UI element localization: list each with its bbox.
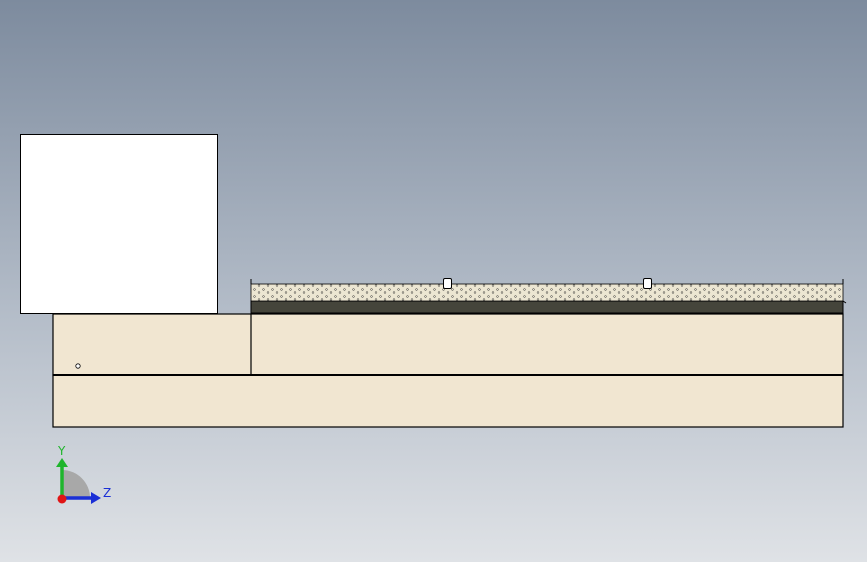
- hole-marker[interactable]: [75, 363, 81, 369]
- x-axis-dot-icon: [57, 494, 67, 504]
- white-block[interactable]: [20, 134, 218, 314]
- base-slab[interactable]: [52, 374, 844, 428]
- orientation-triad[interactable]: Y Z: [56, 444, 111, 504]
- middle-body[interactable]: [52, 313, 844, 376]
- triad-quadrant-icon: [62, 470, 90, 498]
- dotted-pad-texture: [251, 284, 843, 301]
- y-axis-arrow-icon: [56, 458, 68, 467]
- pad-stud-left[interactable]: [443, 278, 452, 289]
- pad-stud-right[interactable]: [643, 278, 652, 289]
- y-axis-label: Y: [57, 444, 66, 458]
- right-side-edge: [842, 300, 847, 304]
- z-axis-arrow-icon: [91, 492, 101, 504]
- z-axis-label: Z: [103, 486, 111, 500]
- dark-layer[interactable]: [250, 300, 844, 314]
